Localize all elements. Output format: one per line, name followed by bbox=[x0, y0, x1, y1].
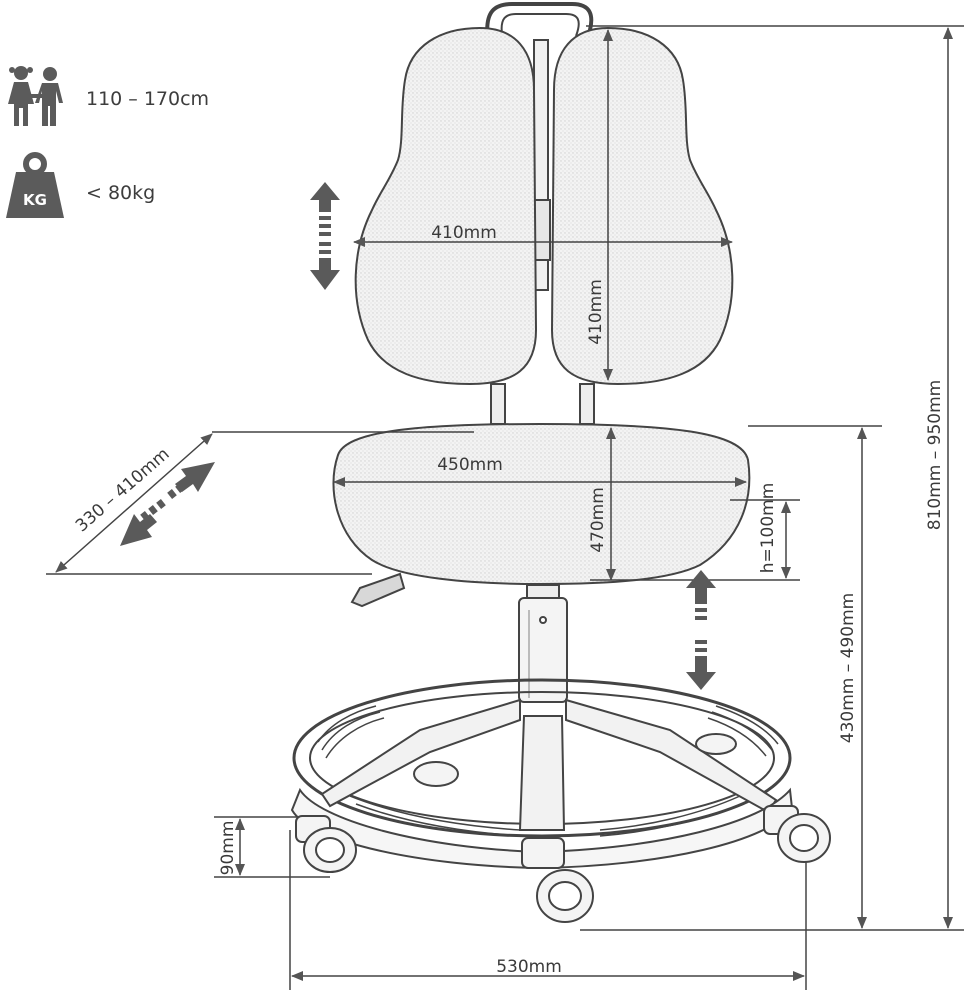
children-icon bbox=[8, 66, 63, 126]
seat-depth-label: 330 – 410mm bbox=[72, 444, 174, 536]
backrest-height-label: 410mm bbox=[586, 279, 606, 345]
backrest-adjust-arrow-icon bbox=[310, 182, 340, 290]
seat-lift-label: h=100mm bbox=[758, 483, 778, 574]
seat-depth-adjust-arrow-icon bbox=[120, 462, 215, 546]
height-spec: 110 – 170cm bbox=[0, 64, 260, 134]
seat-height-adjust-arrow-icon bbox=[686, 570, 716, 690]
weight-limit-text: < 80kg bbox=[86, 182, 156, 204]
weight-kg-icon: KG bbox=[6, 152, 64, 218]
seat-width-label: 450mm bbox=[437, 455, 503, 475]
height-range-text: 110 – 170cm bbox=[86, 88, 210, 110]
adjustment-arrows bbox=[120, 182, 716, 690]
backrest-width-label: 410mm bbox=[431, 223, 497, 243]
weight-spec: KG < 80kg bbox=[0, 152, 260, 222]
seat-floor-label: 430mm – 490mm bbox=[838, 593, 858, 743]
wheel-height-label: 90mm bbox=[218, 821, 238, 876]
seat-depth-line bbox=[55, 433, 213, 573]
base-width-label: 530mm bbox=[496, 957, 562, 977]
dimension-lines bbox=[46, 25, 964, 990]
total-height-label: 810mm – 950mm bbox=[925, 380, 945, 530]
seat-height-label: 470mm bbox=[588, 487, 608, 553]
chair-illustration bbox=[290, 1, 831, 923]
weight-badge-text: KG bbox=[23, 191, 47, 209]
